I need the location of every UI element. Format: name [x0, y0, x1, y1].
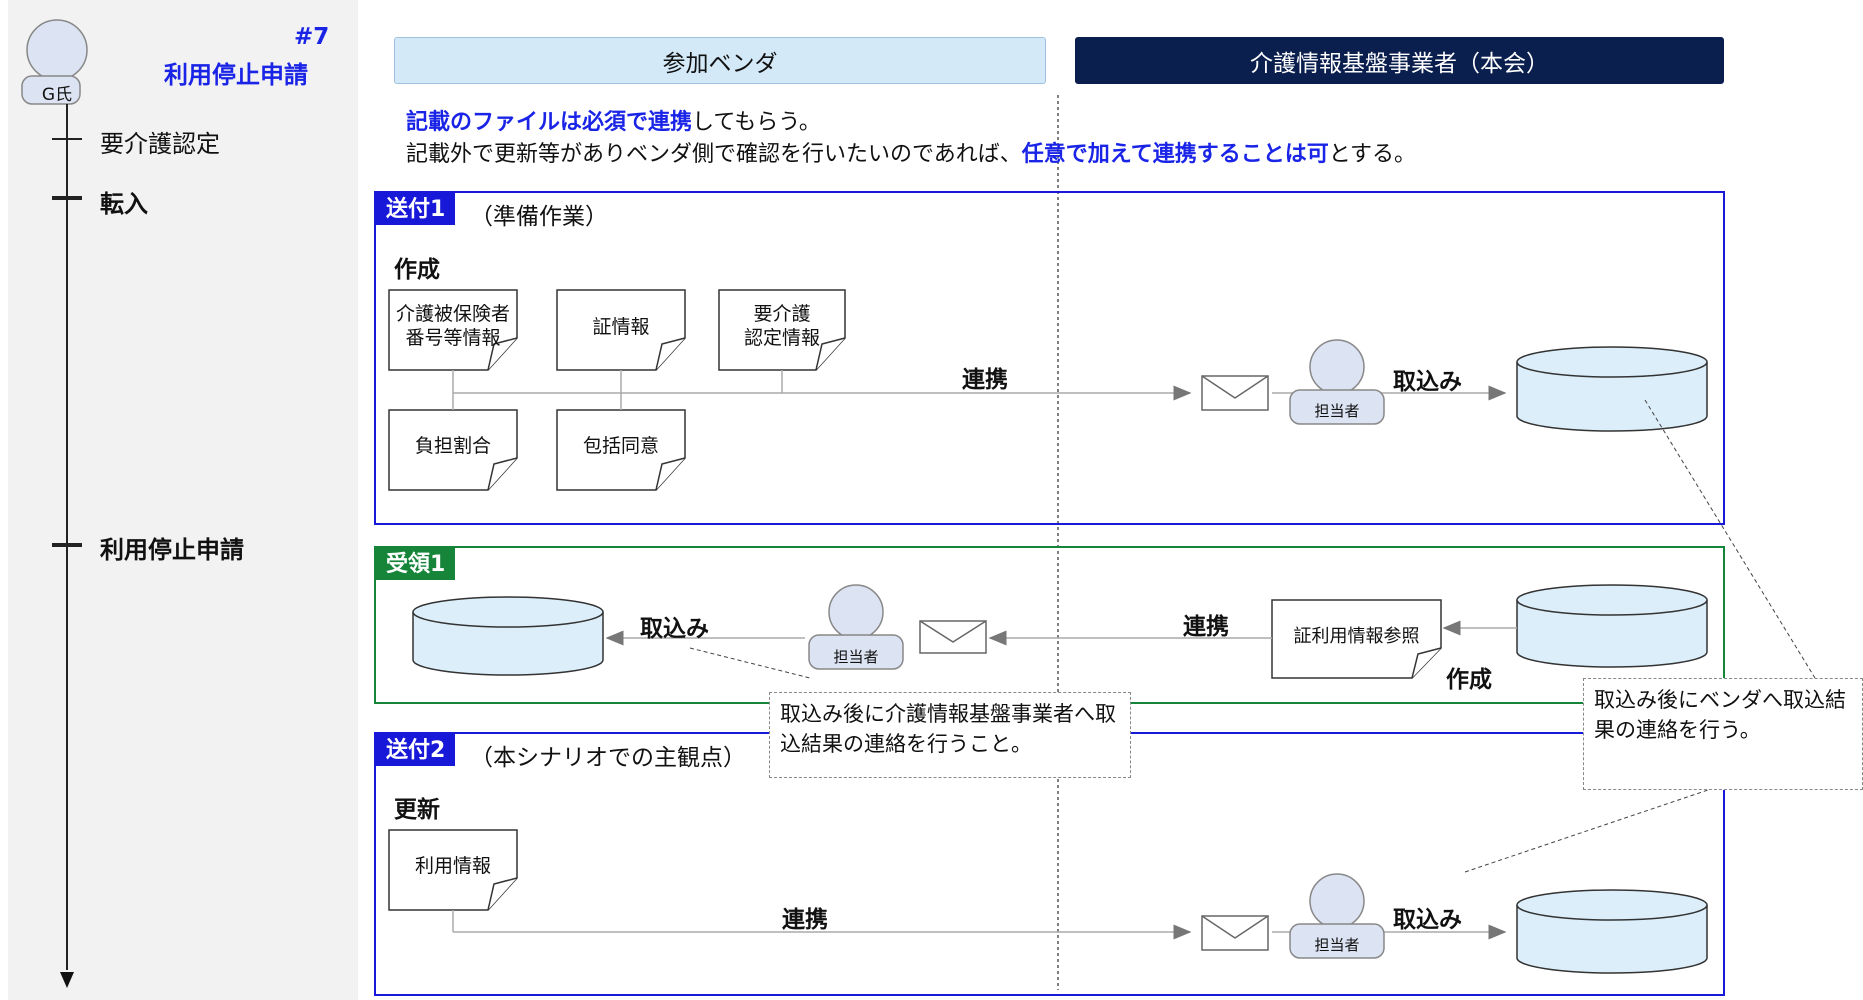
send1-database-icon	[1516, 346, 1708, 432]
scenario-title: 利用停止申請	[164, 61, 308, 89]
send2-tag: 送付2	[376, 734, 456, 766]
send1-staff-label: 担当者	[1314, 402, 1360, 420]
send1-doc-cost-share: 負担割合	[414, 435, 491, 457]
scenario-number: #7	[294, 24, 330, 50]
send2-doc-shape	[388, 829, 518, 911]
receive1-tag: 受領1	[376, 548, 456, 580]
send1-import-label: 取込み	[1393, 369, 1462, 395]
send2-subtitle: （本シナリオでの主観点）	[470, 745, 746, 771]
receive1-database-icon	[412, 596, 604, 676]
receive1-doc-certificate-usage: 証利用情報参照	[1293, 626, 1420, 647]
central-column-header: 介護情報基盤事業者（本会）	[1075, 37, 1724, 84]
intro-line-2-emphasis: 任意で加えて連携することは可	[1021, 142, 1329, 167]
send2-link-label: 連携	[782, 907, 828, 933]
send2-mail-icon	[1201, 915, 1269, 951]
timeline-item-care-certification: 要介護認定	[100, 130, 220, 158]
send1-tag: 送付1	[376, 193, 456, 225]
send2-import-label: 取込み	[1393, 907, 1462, 933]
receive1-doc-shape	[1271, 599, 1442, 679]
send2-doc-usage-info: 利用情報	[414, 855, 491, 877]
intro-line-2: 記載外で更新等がありベンダ側で確認を行いたいのであれば、任意で加えて連携すること…	[406, 136, 1416, 168]
receive1-link-label: 連携	[1183, 614, 1229, 640]
send1-mail-icon	[1201, 375, 1269, 411]
send1-doc-care-level: 要介護 認定情報	[743, 303, 820, 349]
receive1-connector-lines	[605, 620, 1517, 646]
timeline-item-move-in: 転入	[100, 190, 148, 218]
intro-line-1: 記載のファイルは必須で連携してもらう。	[406, 104, 821, 136]
person-avatar-icon	[21, 19, 88, 105]
intro-line-1-rest: してもらう。	[692, 110, 821, 135]
note-leader-lines	[689, 399, 1816, 873]
intro-line-2-post: とする。	[1328, 142, 1417, 167]
send1-subtitle: （準備作業）	[470, 204, 608, 230]
receive1-database-src-icon	[1516, 584, 1708, 668]
receive1-action: 作成	[1446, 667, 1492, 693]
send2-staff-icon	[1289, 873, 1385, 959]
person-name: G氏	[41, 85, 73, 105]
vendor-note: 取込み後に介護情報基盤事業者へ取込結果の連絡を行うこと。	[769, 692, 1131, 778]
central-note: 取込み後にベンダへ取込結果の連絡を行う。	[1583, 678, 1863, 790]
send1-doc-consent: 包括同意	[582, 435, 659, 457]
send1-frame	[374, 191, 1725, 525]
vendor-column-header: 参加ベンダ	[394, 37, 1046, 84]
receive1-import-label: 取込み	[640, 616, 709, 642]
receive1-mail-icon	[919, 620, 987, 654]
receive1-staff-icon	[808, 584, 904, 670]
send2-staff-label: 担当者	[1314, 936, 1360, 954]
send1-link-label: 連携	[962, 367, 1008, 393]
send1-doc-certificate: 証情報	[592, 316, 650, 338]
send2-database-icon	[1516, 889, 1708, 974]
timeline-arrow-icon	[60, 972, 74, 988]
send1-doc-insured-number: 介護被保険者 番号等情報	[395, 303, 510, 349]
intro-line-2-pre: 記載外で更新等がありベンダ側で確認を行いたいのであれば、	[406, 142, 1022, 167]
send1-staff-icon	[1289, 339, 1385, 425]
timeline-item-stop-request: 利用停止申請	[100, 536, 244, 564]
send2-action: 更新	[394, 797, 440, 823]
receive1-staff-label: 担当者	[833, 648, 879, 666]
send1-action: 作成	[394, 257, 440, 283]
intro-line-1-emphasis: 記載のファイルは必須で連携	[406, 110, 693, 135]
send1-doc-shapes	[388, 289, 846, 491]
